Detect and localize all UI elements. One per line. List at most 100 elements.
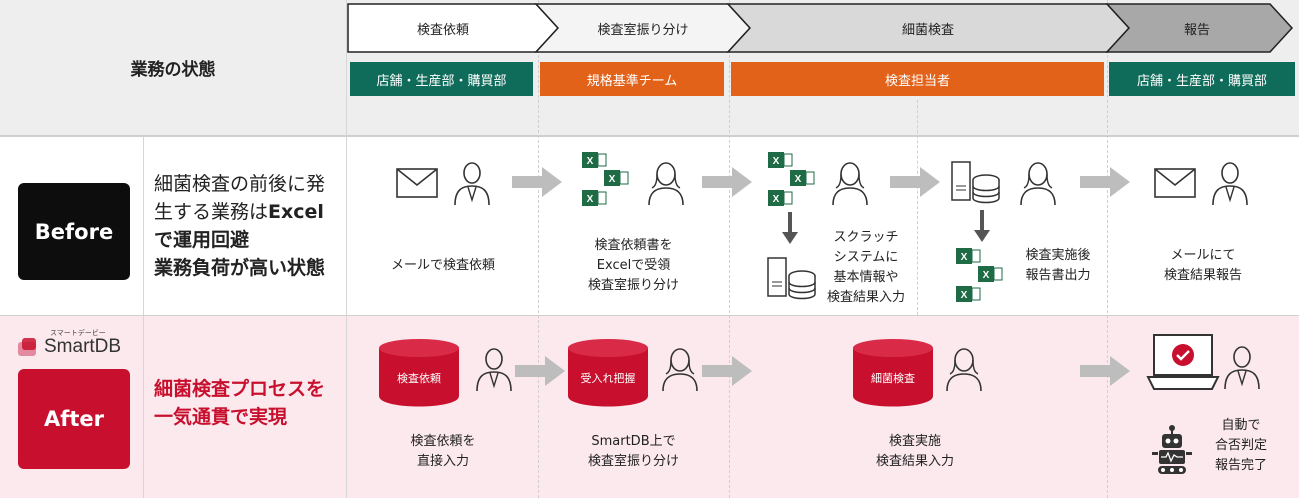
after-caption-1-line-1: 検査依頼を xyxy=(410,434,476,449)
after-caption-2-line-2: 検査室振り分け xyxy=(587,454,679,469)
after-caption-4: 自動で 合否判定 報告完了 xyxy=(1196,416,1286,476)
before-desc-line-2b: Excel xyxy=(268,201,324,223)
after-caption-3-line-2: 検査結果入力 xyxy=(875,454,954,469)
before-caption-5-line-2: 検査結果報告 xyxy=(1163,268,1242,283)
before-caption-3-line-2: システムに xyxy=(833,250,899,265)
after-description: 細菌検査プロセスを 一気通貫で実現 xyxy=(154,375,344,431)
database-label-1: 検査依頼 xyxy=(397,372,441,385)
person-female-icon xyxy=(946,348,982,392)
column-divider-3 xyxy=(917,100,918,315)
column-divider-main xyxy=(346,0,347,498)
svg-text:X: X xyxy=(961,252,968,263)
before-caption-2-line-1: 検査依頼書を xyxy=(594,238,673,253)
arrow-right-icon xyxy=(702,167,752,197)
arrow-right-icon xyxy=(890,167,940,197)
smartdb-logo-text: SmartDB xyxy=(44,336,122,357)
svg-text:X: X xyxy=(961,290,968,301)
before-desc-line-4: 業務負荷が高い状態 xyxy=(154,257,326,279)
before-desc-line-2: 生する業務はExcel xyxy=(154,198,344,226)
before-caption-4-line-2: 報告書出力 xyxy=(1025,268,1091,283)
after-row-background xyxy=(0,316,1299,498)
header-divider xyxy=(0,135,1299,137)
arrow-right-icon xyxy=(512,167,562,197)
person-female-icon xyxy=(832,162,868,206)
database-label-3: 細菌検査 xyxy=(871,372,915,385)
svg-text:X: X xyxy=(795,174,802,185)
person-female-icon xyxy=(662,348,698,392)
process-chevron-bar xyxy=(347,3,1294,53)
svg-text:X: X xyxy=(609,174,616,185)
before-desc-line-1: 細菌検査の前後に発 xyxy=(154,173,326,195)
arrow-right-icon xyxy=(1080,356,1130,386)
svg-text:X: X xyxy=(773,194,780,205)
before-description: 細菌検査の前後に発 生する業務はExcel で運用回避 業務負荷が高い状態 xyxy=(154,170,344,282)
role-bar-2: 規格基準チーム xyxy=(540,62,724,96)
before-caption-2-line-2: Excelで受領 xyxy=(596,258,671,273)
header-left-title: 業務の状態 xyxy=(130,60,216,80)
after-caption-1-line-2: 直接入力 xyxy=(416,454,469,469)
excel-files-icon: X X X xyxy=(956,248,1003,302)
mail-icon xyxy=(396,168,438,198)
before-caption-3-line-3: 基本情報や xyxy=(833,270,899,285)
excel-files-icon: X X X xyxy=(582,152,629,206)
before-caption-2-line-3: 検査室振り分け xyxy=(587,278,679,293)
after-caption-4-line-2: 合否判定 xyxy=(1214,438,1267,453)
after-caption-4-line-3: 報告完了 xyxy=(1214,458,1267,473)
svg-text:X: X xyxy=(983,270,990,281)
column-divider-4 xyxy=(1107,0,1108,498)
row-divider xyxy=(0,315,1299,316)
before-label: Before xyxy=(18,183,130,280)
server-database-icon xyxy=(951,161,1000,204)
after-caption-3-line-1: 検査実施 xyxy=(888,434,941,449)
database-label-2: 受入れ把握 xyxy=(580,372,636,385)
step-label-4: 報告 xyxy=(1183,22,1210,38)
before-caption-3-line-4: 検査結果入力 xyxy=(826,290,905,305)
before-desc-line-3: で運用回避 xyxy=(154,229,250,251)
smartdb-logo-kana: スマートデービー xyxy=(50,329,106,337)
person-male-icon xyxy=(476,348,512,392)
before-caption-5: メールにて 検査結果報告 xyxy=(1108,246,1298,286)
column-divider-label xyxy=(143,137,144,498)
after-desc-line-2: 一気通貫で実現 xyxy=(154,406,288,428)
column-divider-1 xyxy=(538,0,539,498)
robot-icon xyxy=(1152,425,1192,474)
after-caption-4-line-1: 自動で xyxy=(1221,418,1261,433)
before-caption-3: スクラッチ システムに 基本情報や 検査結果入力 xyxy=(816,228,916,308)
person-female-icon xyxy=(1020,162,1056,206)
role-bar-3: 検査担当者 xyxy=(731,62,1104,96)
role-bar-4: 店舗・生産部・購買部 xyxy=(1109,62,1295,96)
column-divider-2 xyxy=(729,0,730,498)
mail-icon xyxy=(1154,168,1196,198)
server-database-icon xyxy=(767,257,816,300)
person-male-icon xyxy=(454,162,490,206)
excel-files-icon: X X X xyxy=(768,152,815,206)
after-caption-2: SmartDB上で 検査室振り分け xyxy=(538,432,729,472)
chevron-step-4 xyxy=(1105,3,1294,53)
before-caption-5-line-1: メールにて xyxy=(1170,248,1236,263)
step-label-3: 細菌検査 xyxy=(901,22,954,38)
person-male-icon xyxy=(1212,162,1248,206)
database-cylinder-icon xyxy=(379,339,459,407)
step-label-1: 検査依頼 xyxy=(416,22,469,38)
person-female-icon xyxy=(648,162,684,206)
before-caption-4: 検査実施後 報告書出力 xyxy=(1008,246,1108,286)
arrow-right-icon xyxy=(515,356,565,386)
before-caption-2: 検査依頼書を Excelで受領 検査室振り分け xyxy=(538,236,729,296)
svg-text:X: X xyxy=(587,194,594,205)
database-cylinder-icon xyxy=(853,339,933,407)
svg-text:X: X xyxy=(587,156,594,167)
role-bar-1: 店舗・生産部・購買部 xyxy=(350,62,533,96)
smartdb-logo: スマートデービー SmartDB xyxy=(16,328,146,362)
after-caption-2-line-1: SmartDB上で xyxy=(591,434,676,449)
database-cylinder-icon xyxy=(568,339,648,407)
before-caption-4-line-1: 検査実施後 xyxy=(1025,248,1091,263)
before-caption-1: メールで検査依頼 xyxy=(390,258,495,273)
step-label-2: 検査室振り分け xyxy=(597,22,689,38)
after-caption-3: 検査実施 検査結果入力 xyxy=(820,432,1010,472)
person-male-icon xyxy=(1224,346,1260,390)
before-caption-3-line-1: スクラッチ xyxy=(833,230,899,245)
laptop-check-icon xyxy=(1146,334,1220,390)
smartdb-logo-icon xyxy=(18,338,36,356)
after-label: After xyxy=(18,369,130,469)
before-desc-line-2a: 生する業務は xyxy=(154,201,269,223)
